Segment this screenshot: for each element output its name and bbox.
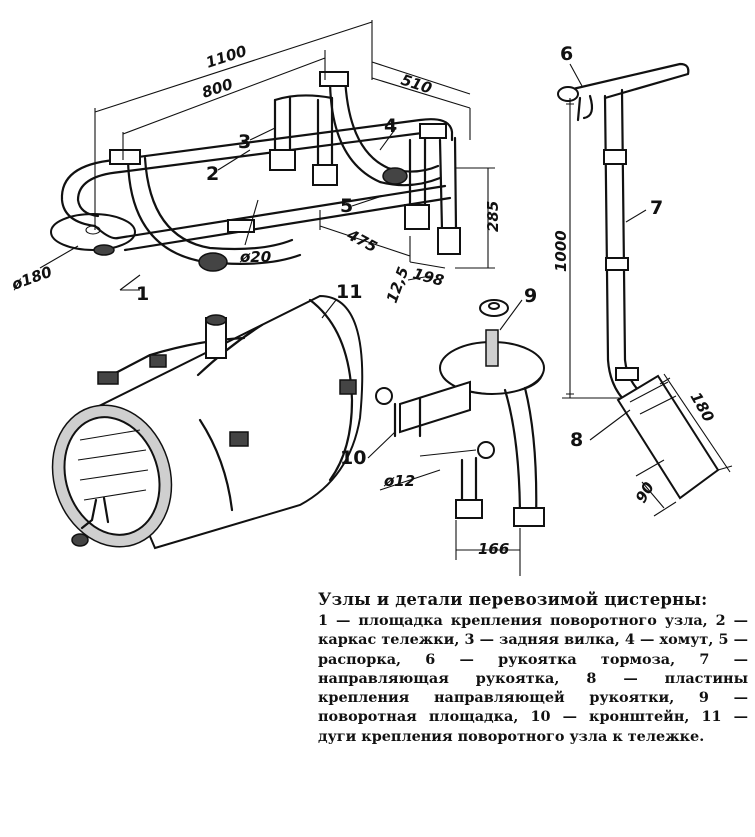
dim-diam-20: ø20 — [239, 248, 271, 266]
tank: 11 — [51, 281, 364, 550]
dim-166: 166 — [478, 540, 509, 558]
spacer — [408, 136, 427, 212]
swivel-unit: ø12 166 9 10 — [340, 285, 545, 576]
dim-198: 198 — [411, 264, 446, 289]
callout-6: 6 — [560, 43, 573, 65]
callout-9: 9 — [524, 285, 537, 307]
dim-475: 475 — [343, 225, 380, 256]
technical-drawing: 1100 800 510 285 475 198 12,5 ø180 ø20 1… — [8, 20, 733, 576]
guide-handle: 1000 180 90 6 7 8 — [552, 43, 733, 517]
dim-510: 510 — [399, 71, 434, 98]
callout-3: 3 — [238, 131, 251, 153]
caption-title: Узлы и детали перевозимой цистерны: — [318, 590, 708, 609]
mounting-plate — [50, 213, 136, 251]
callout-1: 1 — [136, 283, 149, 305]
callout-8: 8 — [570, 429, 583, 451]
dim-diam-12: ø12 — [383, 472, 415, 490]
dim-1000: 1000 — [552, 230, 570, 272]
callout-7: 7 — [650, 197, 663, 219]
dim-diam-180: ø180 — [8, 263, 54, 294]
cart-frame: 1100 800 510 285 475 198 12,5 ø180 ø20 1… — [8, 20, 502, 305]
callout-5: 5 — [340, 195, 353, 217]
dim-800: 800 — [200, 75, 235, 102]
callout-2: 2 — [206, 163, 219, 185]
callout-10: 10 — [340, 447, 366, 469]
callout-4: 4 — [384, 115, 397, 137]
dim-12-5: 12,5 — [383, 264, 413, 305]
dim-1100: 1100 — [204, 42, 249, 72]
dim-180-plate: 180 — [687, 389, 718, 425]
caption-body: 1 — площадка крепления поворотного узла,… — [318, 612, 748, 745]
figure-caption: Узлы и детали перевозимой цистерны: 1 — … — [318, 590, 748, 746]
dim-285: 285 — [484, 201, 502, 232]
dim-90: 90 — [632, 479, 658, 506]
callout-11: 11 — [336, 281, 362, 303]
frame-tube — [113, 118, 454, 162]
